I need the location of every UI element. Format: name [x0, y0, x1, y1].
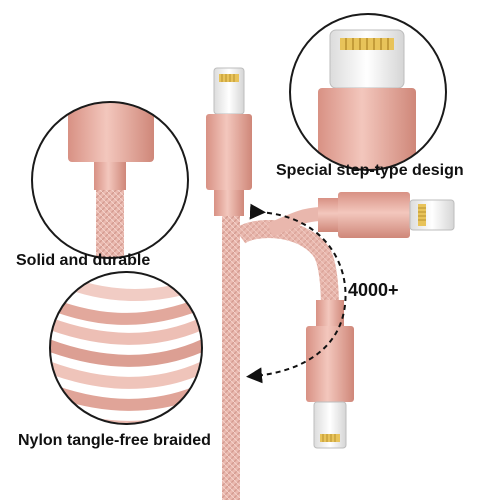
label-step-design: Special step-type design	[276, 162, 464, 179]
lower-connector	[306, 300, 354, 449]
label-bend-count: 4000+	[348, 280, 399, 300]
detail-circle-nylon	[49, 271, 203, 425]
detail-circle-step	[289, 13, 447, 171]
detail-circle-solid	[31, 101, 189, 259]
label-solid: Solid and durable	[16, 252, 151, 269]
gold-pins	[219, 74, 239, 82]
horizontal-connector	[267, 192, 455, 238]
label-nylon: Nylon tangle-free braided	[18, 432, 211, 449]
bend-arrow	[246, 203, 347, 384]
